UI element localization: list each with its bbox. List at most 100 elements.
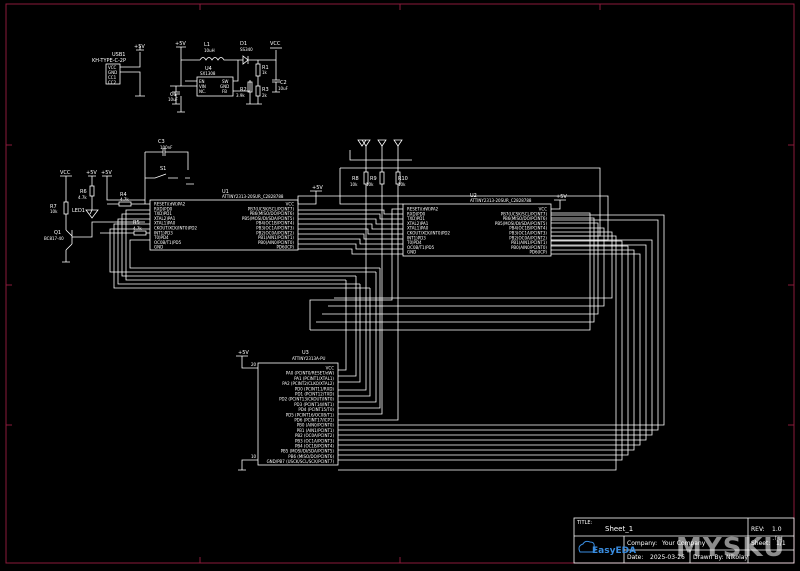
c3-ref: C3 <box>158 139 165 145</box>
u3-pin-label: GND/PB7 (USCK/SCL/SCK/PCINT7) <box>267 459 335 464</box>
u3-pin-label: PD2 (PCINT13/CKOUT/INT0) <box>279 397 334 402</box>
r3-val: 2k <box>262 93 268 98</box>
u3-pin-label: PD0 (PCINT11/RXD) <box>295 386 335 391</box>
r9-ref: R9 <box>370 176 377 182</box>
u4-pin-fb: FB <box>222 89 227 94</box>
u2-left-pin-label: OC0B/T1)PD5 <box>407 245 435 250</box>
u2-right-pin-label: PB0(AIN0/PCINT0) <box>511 245 547 250</box>
c1-ref: C1 <box>170 92 177 98</box>
l1-ref: L1 <box>204 42 210 48</box>
u2-left-pin-label: RESET/(dW)PA2 <box>407 207 439 212</box>
usb-pin-3: CC1 <box>108 75 117 80</box>
usb-part: KH-TYPE-C-2P <box>92 58 126 64</box>
usb-ref: USB1 <box>112 52 125 58</box>
easyeda-logo-icon <box>578 540 596 553</box>
u1-left-pin-label: OC0B/T1)PD5 <box>154 240 182 245</box>
border-ticks <box>6 4 794 563</box>
u3-pin-label: PB6 (MISO/DO/PCINT6) <box>288 454 334 459</box>
u2-right-pin-label: VCC <box>539 207 548 212</box>
u2-right-pin-label: PB6(MISO/DO/PCINT6) <box>503 216 548 221</box>
u2-left-pin-label: XTAL2)PA1 <box>407 221 429 226</box>
u2-right-pin-label: PD6(ICP) <box>529 250 547 255</box>
c2-val: 10uF <box>278 86 289 91</box>
title-label: TITLE: <box>576 520 593 526</box>
chip-u2: U2 ATTINY2313-20SUR_C2828788 RESET/(dW)P… <box>402 193 567 257</box>
u2-left-pin-label: TXD)PD1 <box>406 216 425 221</box>
u3-pin-label: PD4 (PCINT15/T0) <box>298 407 334 412</box>
r10-ref: R10 <box>398 176 408 182</box>
brand-name: EasyEDA <box>592 546 636 556</box>
chip-u1: U1 ATTINY2313-20SUR_C2828788 RESET/(dW)P… <box>149 185 323 251</box>
u1-left-pin-label: RXD)PD0 <box>154 206 173 211</box>
u4-ref: U4 <box>205 66 212 72</box>
u1-right-pin-label: VCC <box>286 202 295 207</box>
u1-right-pin-label: PD6(ICP) <box>276 245 294 250</box>
r4-val: 4.7k <box>120 197 129 202</box>
title-value: Sheet_1 <box>605 525 633 533</box>
sheet-label: Sheet: <box>751 540 770 547</box>
rev-label: REV: <box>751 526 765 533</box>
u4-pin-nc: NC. <box>199 89 206 94</box>
u2-right-pin-label: PB5(MOSI/DI/SDA/PCINT5) <box>495 221 548 226</box>
u3-pin-label: PB0 (AIN0/PCINT0) <box>297 423 335 428</box>
u1-left-pin-label: INT1)PD3 <box>154 230 173 235</box>
u2-right-pin-label: PB3(OC1A/PCINT3) <box>509 231 547 236</box>
u3-ref: U3 <box>302 350 309 356</box>
u4-pin-sw: SW <box>222 79 229 84</box>
q1-ref: Q1 <box>54 230 61 236</box>
u1-left-pin-label: CKOUT/XCK/INT0)PD2 <box>154 226 197 231</box>
r8-val: 10k <box>350 182 358 187</box>
sheet-border <box>5 3 795 564</box>
u1-right-pin-label: PB4(OC1B/PCINT4) <box>256 221 294 226</box>
u1-5v-label: +5V <box>312 185 323 191</box>
r10-val: 10k <box>398 182 406 187</box>
u1-right-pin-label: PB5(MOSI/DI/SDA/PCINT5) <box>242 216 295 221</box>
u3-pin-label: PD6 (PCINT17/ICP1) <box>294 418 334 423</box>
r7-val: 10k <box>50 209 58 214</box>
u3-pin-label: PA0 (PCINT0/RESET/dW) <box>286 371 335 376</box>
c3-val: 100nF <box>160 145 173 150</box>
q1-part: BC817-40 <box>44 236 64 241</box>
r9-val: 10k <box>366 182 374 187</box>
company-value: Your Company <box>661 540 706 547</box>
u2-left-pin-label: INT1)PD3 <box>407 235 426 240</box>
u1-right-pin-label: PB7(UCSK/SCL/PCINT7) <box>248 206 295 211</box>
c2-ref: C2 <box>280 80 287 86</box>
u1-ref: U1 <box>222 189 229 195</box>
u3-pin-label: PA2 (PCINT2/CLKO/XTAL2) <box>282 381 334 386</box>
r6-ref: R6 <box>80 189 87 195</box>
d1-part: SS340 <box>240 47 253 52</box>
d1-ref: D1 <box>240 41 247 47</box>
r2-val: 3.9k <box>236 93 245 98</box>
u2-5v-label: +5V <box>556 194 567 200</box>
u4-part: SX1308 <box>200 71 216 76</box>
u1-right-pin-label: PB2(OC0A/PCINT2) <box>256 230 294 235</box>
r5-ref: R5 <box>133 220 140 226</box>
u4-pin-en: EN <box>199 79 205 84</box>
u2-right-pin-label: PB1(AIN1/PCINT1) <box>511 240 547 245</box>
u3-part: ATTINY2313A-PU <box>292 356 326 361</box>
u3-pin-10: 10 <box>251 454 257 459</box>
u2-left-pin-label: RXD)PD0 <box>407 211 426 216</box>
sheet-value: 1/1 <box>776 540 786 547</box>
u2-part: ATTINY2313-20SUR_C2828788 <box>470 198 532 203</box>
r7-ref: R7 <box>50 204 57 210</box>
u1-right-pin-label: PB0(AIN0/PCINT0) <box>258 240 294 245</box>
u1-left-pin-label: RESET/(dW)PA2 <box>154 202 186 207</box>
date-label: Date: <box>627 554 643 561</box>
l1-val: 10uH <box>204 48 215 53</box>
u3-pin-label: PB2 (OC0A/PCINT2) <box>295 433 334 438</box>
boost-5v-label: +5V <box>175 41 186 47</box>
drawn-value: Nikolay <box>726 554 748 561</box>
usb-connector: USB1 KH-TYPE-C-2P VCC GND CC1 CC2 +5V <box>92 44 145 97</box>
u1-left-pin-label: TXD)PD1 <box>153 211 172 216</box>
reset-led-circuit: C3 100nF S1 VCC +5V R6 4.7k LED1 +5V R7 … <box>44 139 194 263</box>
u3-pin-label: PB1 (AIN1/PCINT1) <box>297 428 335 433</box>
title-block: TITLE: Sheet_1 REV: 1.0 Company: Your Co… <box>573 517 795 564</box>
usb-pin-1: VCC <box>108 65 117 70</box>
u1-left-pin-label: XTAL2)PA1 <box>154 216 176 221</box>
usb-pin-2: GND <box>108 70 117 75</box>
u3-pin-label: PB5 (MOSI/DI/SDA/PCINT5) <box>281 449 335 454</box>
pullup-resistors: R8 10k R9 10k R10 10k <box>349 139 412 290</box>
